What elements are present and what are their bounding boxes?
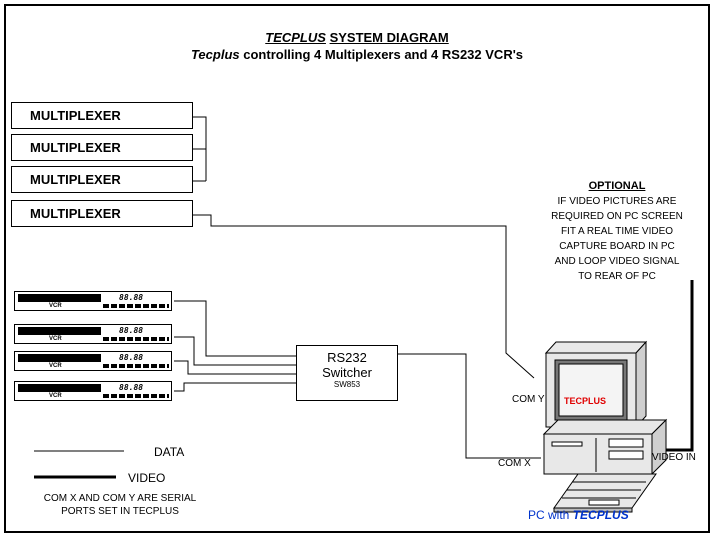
optional-line: AND LOOP VIDEO SIGNAL (554, 256, 680, 267)
mux1-line (193, 116, 207, 181)
mux4-data-line (193, 214, 535, 379)
vcr2-line (174, 336, 296, 366)
com-x-label: COM X (498, 458, 531, 469)
vcr1-line (174, 300, 296, 357)
optional-line: FIT A REAL TIME VIDEO (560, 226, 674, 237)
subtitle-brand: Tecplus (190, 47, 240, 62)
vcr4-line (174, 382, 296, 392)
diagram-title: TECPLUS SYSTEM DIAGRAM (6, 30, 708, 45)
multiplexer-2: MULTIPLEXER (11, 134, 193, 161)
video-in-label: VIDEO IN (652, 452, 696, 463)
diagram-subtitle: Tecplus controlling 4 Multiplexers and 4… (6, 47, 708, 62)
optional-note: OPTIONAL IF VIDEO PICTURES ARE REQUIRED … (534, 179, 700, 284)
optional-line: REQUIRED ON PC SCREEN (551, 211, 683, 222)
optional-heading: OPTIONAL (588, 180, 646, 192)
vcr-label: VCR (49, 336, 62, 342)
vcr-label: VCR (49, 303, 62, 309)
connection-lines (34, 116, 694, 513)
switcher-comx-line (398, 353, 541, 459)
diagram-frame: TECPLUS SYSTEM DIAGRAM Tecplus controlli… (4, 4, 710, 533)
vcr-1: VCR 88.88 (14, 291, 172, 311)
multiplexer-4: MULTIPLEXER (11, 200, 193, 227)
legend-video-label: VIDEO (128, 471, 166, 485)
vcr-display: 88.88 (119, 353, 144, 362)
optional-line: IF VIDEO PICTURES ARE (557, 196, 677, 207)
title-text: SYSTEM DIAGRAM (329, 30, 449, 45)
vcr-3: VCR 88.88 (14, 351, 172, 371)
vcr-display: 88.88 (119, 293, 144, 302)
com-y-label: COM Y (512, 394, 545, 405)
pc-illustration (542, 340, 668, 513)
video-in-line (654, 280, 694, 452)
pc-caption-brand: TECPLUS (572, 508, 629, 522)
subtitle-text: controlling 4 Multiplexers and 4 RS232 V… (243, 47, 524, 62)
switcher-model: SW853 (333, 380, 361, 389)
legend-data-label: DATA (154, 445, 185, 459)
vcr-display: 88.88 (119, 326, 144, 335)
multiplexer-3: MULTIPLEXER (11, 166, 193, 193)
pc-caption: PC with TECPLUS (528, 508, 629, 522)
vcr-display: 88.88 (119, 383, 144, 392)
legend-note-line1: COM X AND COM Y ARE SERIAL (43, 493, 197, 504)
vcr-label: VCR (49, 363, 62, 369)
switcher-line2: Switcher (322, 365, 372, 380)
vcr-2: VCR 88.88 (14, 324, 172, 344)
pc-screen-text: TECPLUS (564, 396, 607, 406)
pc-caption-prefix: PC with (528, 508, 570, 522)
vcr3-line (174, 360, 296, 375)
vcr-4: VCR 88.88 (14, 381, 172, 401)
vcr-label: VCR (49, 393, 62, 399)
switcher-line1: RS232 (327, 350, 367, 365)
rs232-switcher: RS232 Switcher SW853 (296, 345, 398, 401)
legend-note-line2: PORTS SET IN TECPLUS (61, 506, 179, 517)
optional-line: CAPTURE BOARD IN PC (559, 241, 675, 252)
title-brand: TECPLUS (265, 30, 326, 45)
optional-line: TO REAR OF PC (578, 271, 656, 282)
multiplexer-1: MULTIPLEXER (11, 102, 193, 129)
legend-note: COM X AND COM Y ARE SERIAL PORTS SET IN … (20, 492, 220, 518)
